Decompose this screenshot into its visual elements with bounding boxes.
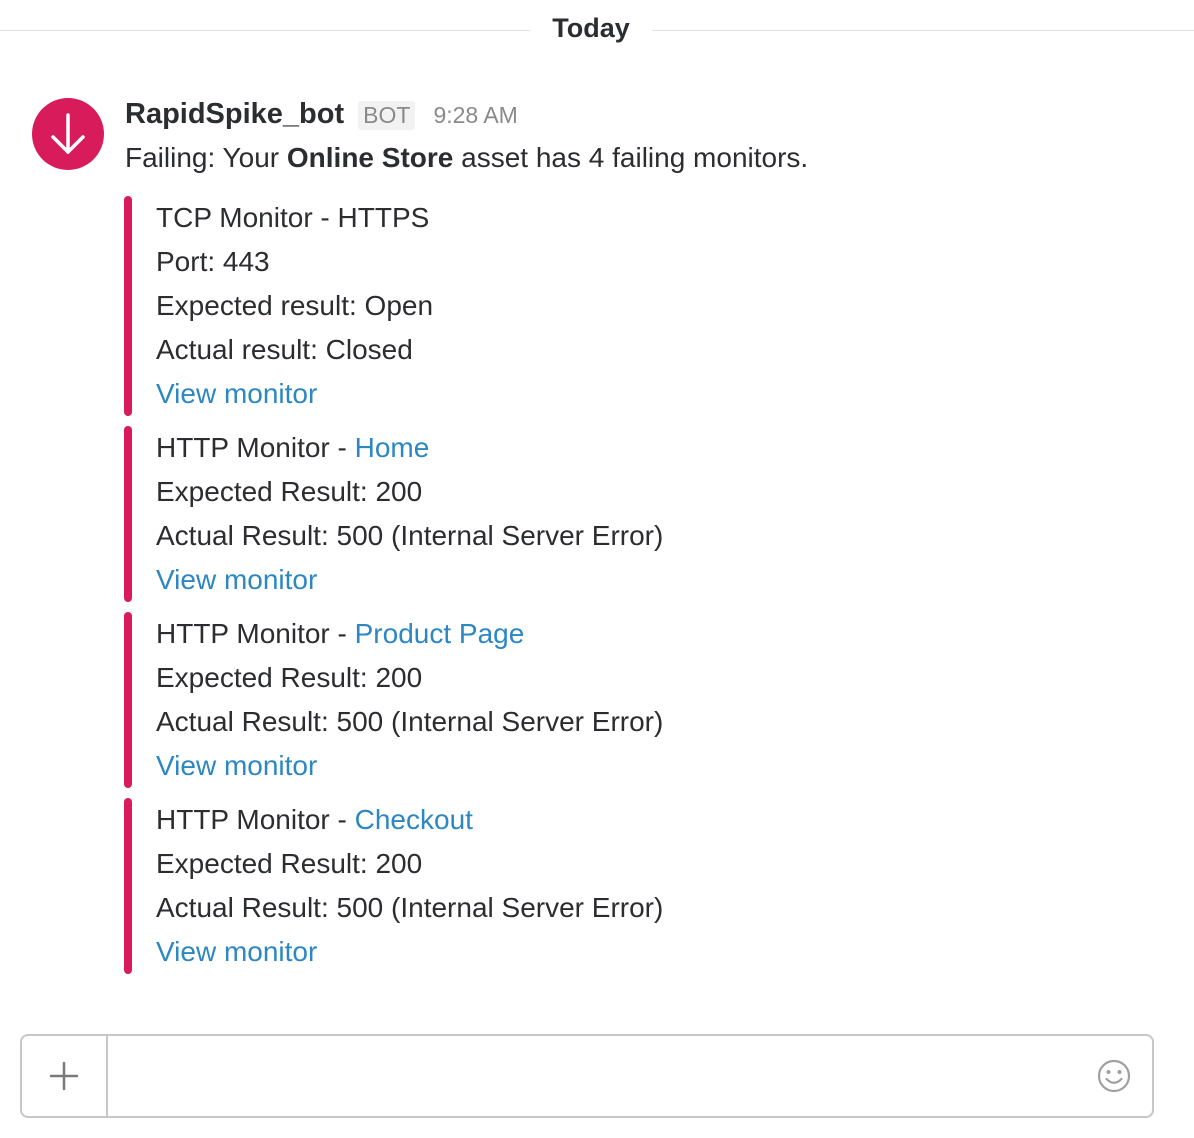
attachment-expected: Expected Result: 200 — [156, 848, 423, 879]
sender-name[interactable]: RapidSpike_bot — [125, 98, 345, 130]
attachment-title-prefix: HTTP Monitor - — [156, 618, 355, 649]
attachment-color-bar — [124, 426, 132, 602]
attachment-http-home: HTTP Monitor - Home Expected Result: 200… — [124, 426, 1124, 602]
asset-name: Online Store — [286, 142, 454, 173]
message-header: RapidSpike_bot BOT 9:28 AM — [125, 98, 518, 138]
attachment-http-checkout: HTTP Monitor - Checkout Expected Result:… — [124, 798, 1124, 974]
divider-line-left — [0, 30, 530, 31]
checkout-link[interactable]: Checkout — [354, 804, 473, 835]
attachment-actual: Actual result: Closed — [156, 334, 413, 365]
attach-file-button[interactable] — [22, 1036, 108, 1116]
attachment-actual: Actual Result: 500 (Internal Server Erro… — [156, 892, 664, 923]
view-monitor-link[interactable]: View monitor — [156, 936, 318, 967]
bot-avatar[interactable] — [32, 98, 104, 170]
attachment-http-product-page: HTTP Monitor - Product Page Expected Res… — [124, 612, 1124, 788]
home-link[interactable]: Home — [354, 432, 430, 463]
attachment-color-bar — [124, 798, 132, 974]
attachment-actual: Actual Result: 500 (Internal Server Erro… — [156, 706, 664, 737]
attachments: TCP Monitor - HTTPS Port: 443 Expected r… — [124, 196, 1124, 984]
emoji-button[interactable] — [1094, 1056, 1134, 1096]
attachment-title-prefix: HTTP Monitor - — [156, 804, 355, 835]
plus-icon — [49, 1061, 79, 1091]
message-composer — [20, 1034, 1154, 1118]
attachment-expected: Expected Result: 200 — [156, 662, 423, 693]
message-timestamp[interactable]: 9:28 AM — [433, 102, 518, 128]
attachment-color-bar — [124, 196, 132, 416]
day-divider-label[interactable]: Today — [552, 13, 630, 43]
day-divider: Today — [0, 8, 1194, 52]
view-monitor-link[interactable]: View monitor — [156, 378, 318, 409]
smiley-icon — [1097, 1059, 1131, 1093]
attachment-title: HTTP Monitor - Product Page — [156, 612, 1124, 656]
attachment-color-bar — [124, 612, 132, 788]
bot-badge: BOT — [358, 101, 416, 130]
message-text-suffix: asset has 4 failing monitors. — [453, 142, 809, 173]
attachment-title: TCP Monitor - HTTPS — [156, 202, 430, 233]
view-monitor-link[interactable]: View monitor — [156, 750, 318, 781]
attachment-expected: Expected result: Open — [156, 290, 434, 321]
view-monitor-link[interactable]: View monitor — [156, 564, 318, 595]
product-page-link[interactable]: Product Page — [354, 618, 525, 649]
attachment-expected: Expected Result: 200 — [156, 476, 423, 507]
divider-line-right — [652, 30, 1194, 31]
attachment-title: HTTP Monitor - Checkout — [156, 798, 1124, 842]
attachment-title-prefix: HTTP Monitor - — [156, 432, 355, 463]
attachment-title: HTTP Monitor - Home — [156, 426, 1124, 470]
message-input[interactable] — [118, 1046, 1082, 1106]
attachment-actual: Actual Result: 500 (Internal Server Erro… — [156, 520, 664, 551]
message-text: Failing: Your Online Store asset has 4 f… — [125, 142, 808, 174]
message-text-prefix: Failing: Your — [125, 142, 287, 173]
arrow-down-icon — [51, 113, 85, 154]
attachment-tcp-https: TCP Monitor - HTTPS Port: 443 Expected r… — [124, 196, 1124, 416]
attachment-port: Port: 443 — [156, 246, 270, 277]
